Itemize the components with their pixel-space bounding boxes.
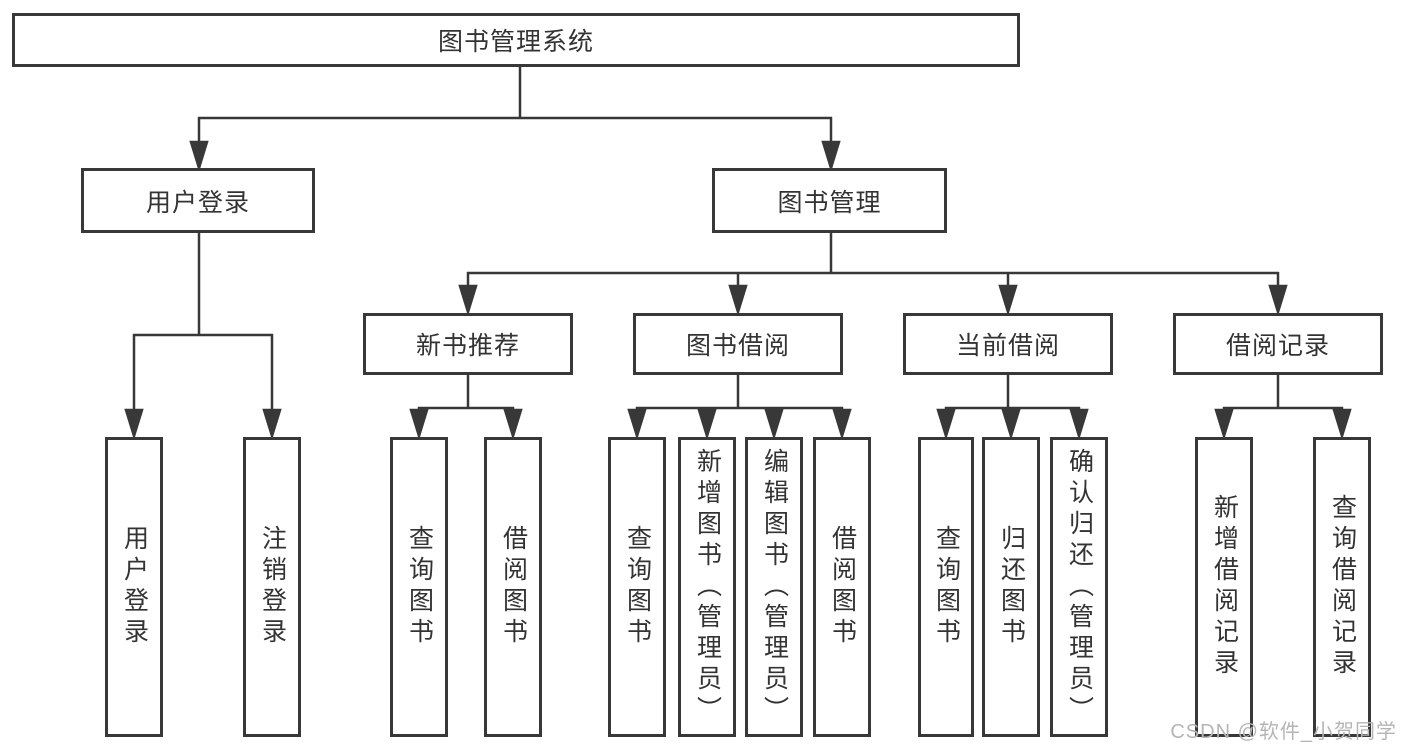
leaf-confirm-return-admin-label: 确认归还（管理员）	[1065, 447, 1094, 727]
leaf-recommend-query-books: 查询图书	[390, 437, 448, 737]
node-current-borrowing: 当前借阅	[903, 313, 1113, 375]
leaf-user-login-label: 用户登录	[120, 525, 149, 649]
leaf-logout-label: 注销登录	[258, 525, 287, 649]
leaf-add-books-admin: 新增图书（管理员）	[678, 437, 736, 737]
leaf-borrow-books-label: 借阅图书	[828, 525, 857, 649]
leaf-confirm-return-admin: 确认归还（管理员）	[1050, 437, 1108, 737]
leaf-return-books: 归还图书	[982, 437, 1040, 737]
leaf-recommend-query-books-label: 查询图书	[405, 525, 434, 649]
leaf-current-query-books: 查询图书	[918, 437, 974, 737]
leaf-query-borrow-record-label: 查询借阅记录	[1328, 494, 1357, 680]
node-book-management: 图书管理	[712, 168, 947, 233]
leaf-recommend-borrow-books: 借阅图书	[484, 437, 542, 737]
leaf-return-books-label: 归还图书	[997, 525, 1026, 649]
node-borrowing-records: 借阅记录	[1173, 313, 1383, 375]
leaf-borrow-query-books: 查询图书	[608, 437, 666, 737]
leaf-user-login: 用户登录	[105, 437, 163, 737]
node-new-book-recommendation: 新书推荐	[363, 313, 573, 375]
leaf-query-borrow-record: 查询借阅记录	[1313, 437, 1371, 737]
node-user-login: 用户登录	[81, 168, 315, 233]
leaf-edit-books-admin: 编辑图书（管理员）	[745, 437, 803, 737]
csdn-watermark: CSDN @软件_小贺同学	[1170, 721, 1397, 743]
leaf-borrow-books: 借阅图书	[813, 437, 871, 737]
node-book-borrowing: 图书借阅	[633, 313, 843, 375]
leaf-current-query-books-label: 查询图书	[932, 525, 961, 649]
leaf-add-borrow-record-label: 新增借阅记录	[1210, 494, 1239, 680]
leaf-logout: 注销登录	[243, 437, 301, 737]
leaf-add-books-admin-label: 新增图书（管理员）	[693, 447, 722, 727]
node-library-management-system: 图书管理系统	[12, 13, 1020, 67]
leaf-add-borrow-record: 新增借阅记录	[1195, 437, 1253, 737]
leaf-recommend-borrow-books-label: 借阅图书	[499, 525, 528, 649]
leaf-borrow-query-books-label: 查询图书	[623, 525, 652, 649]
leaf-edit-books-admin-label: 编辑图书（管理员）	[760, 447, 789, 727]
